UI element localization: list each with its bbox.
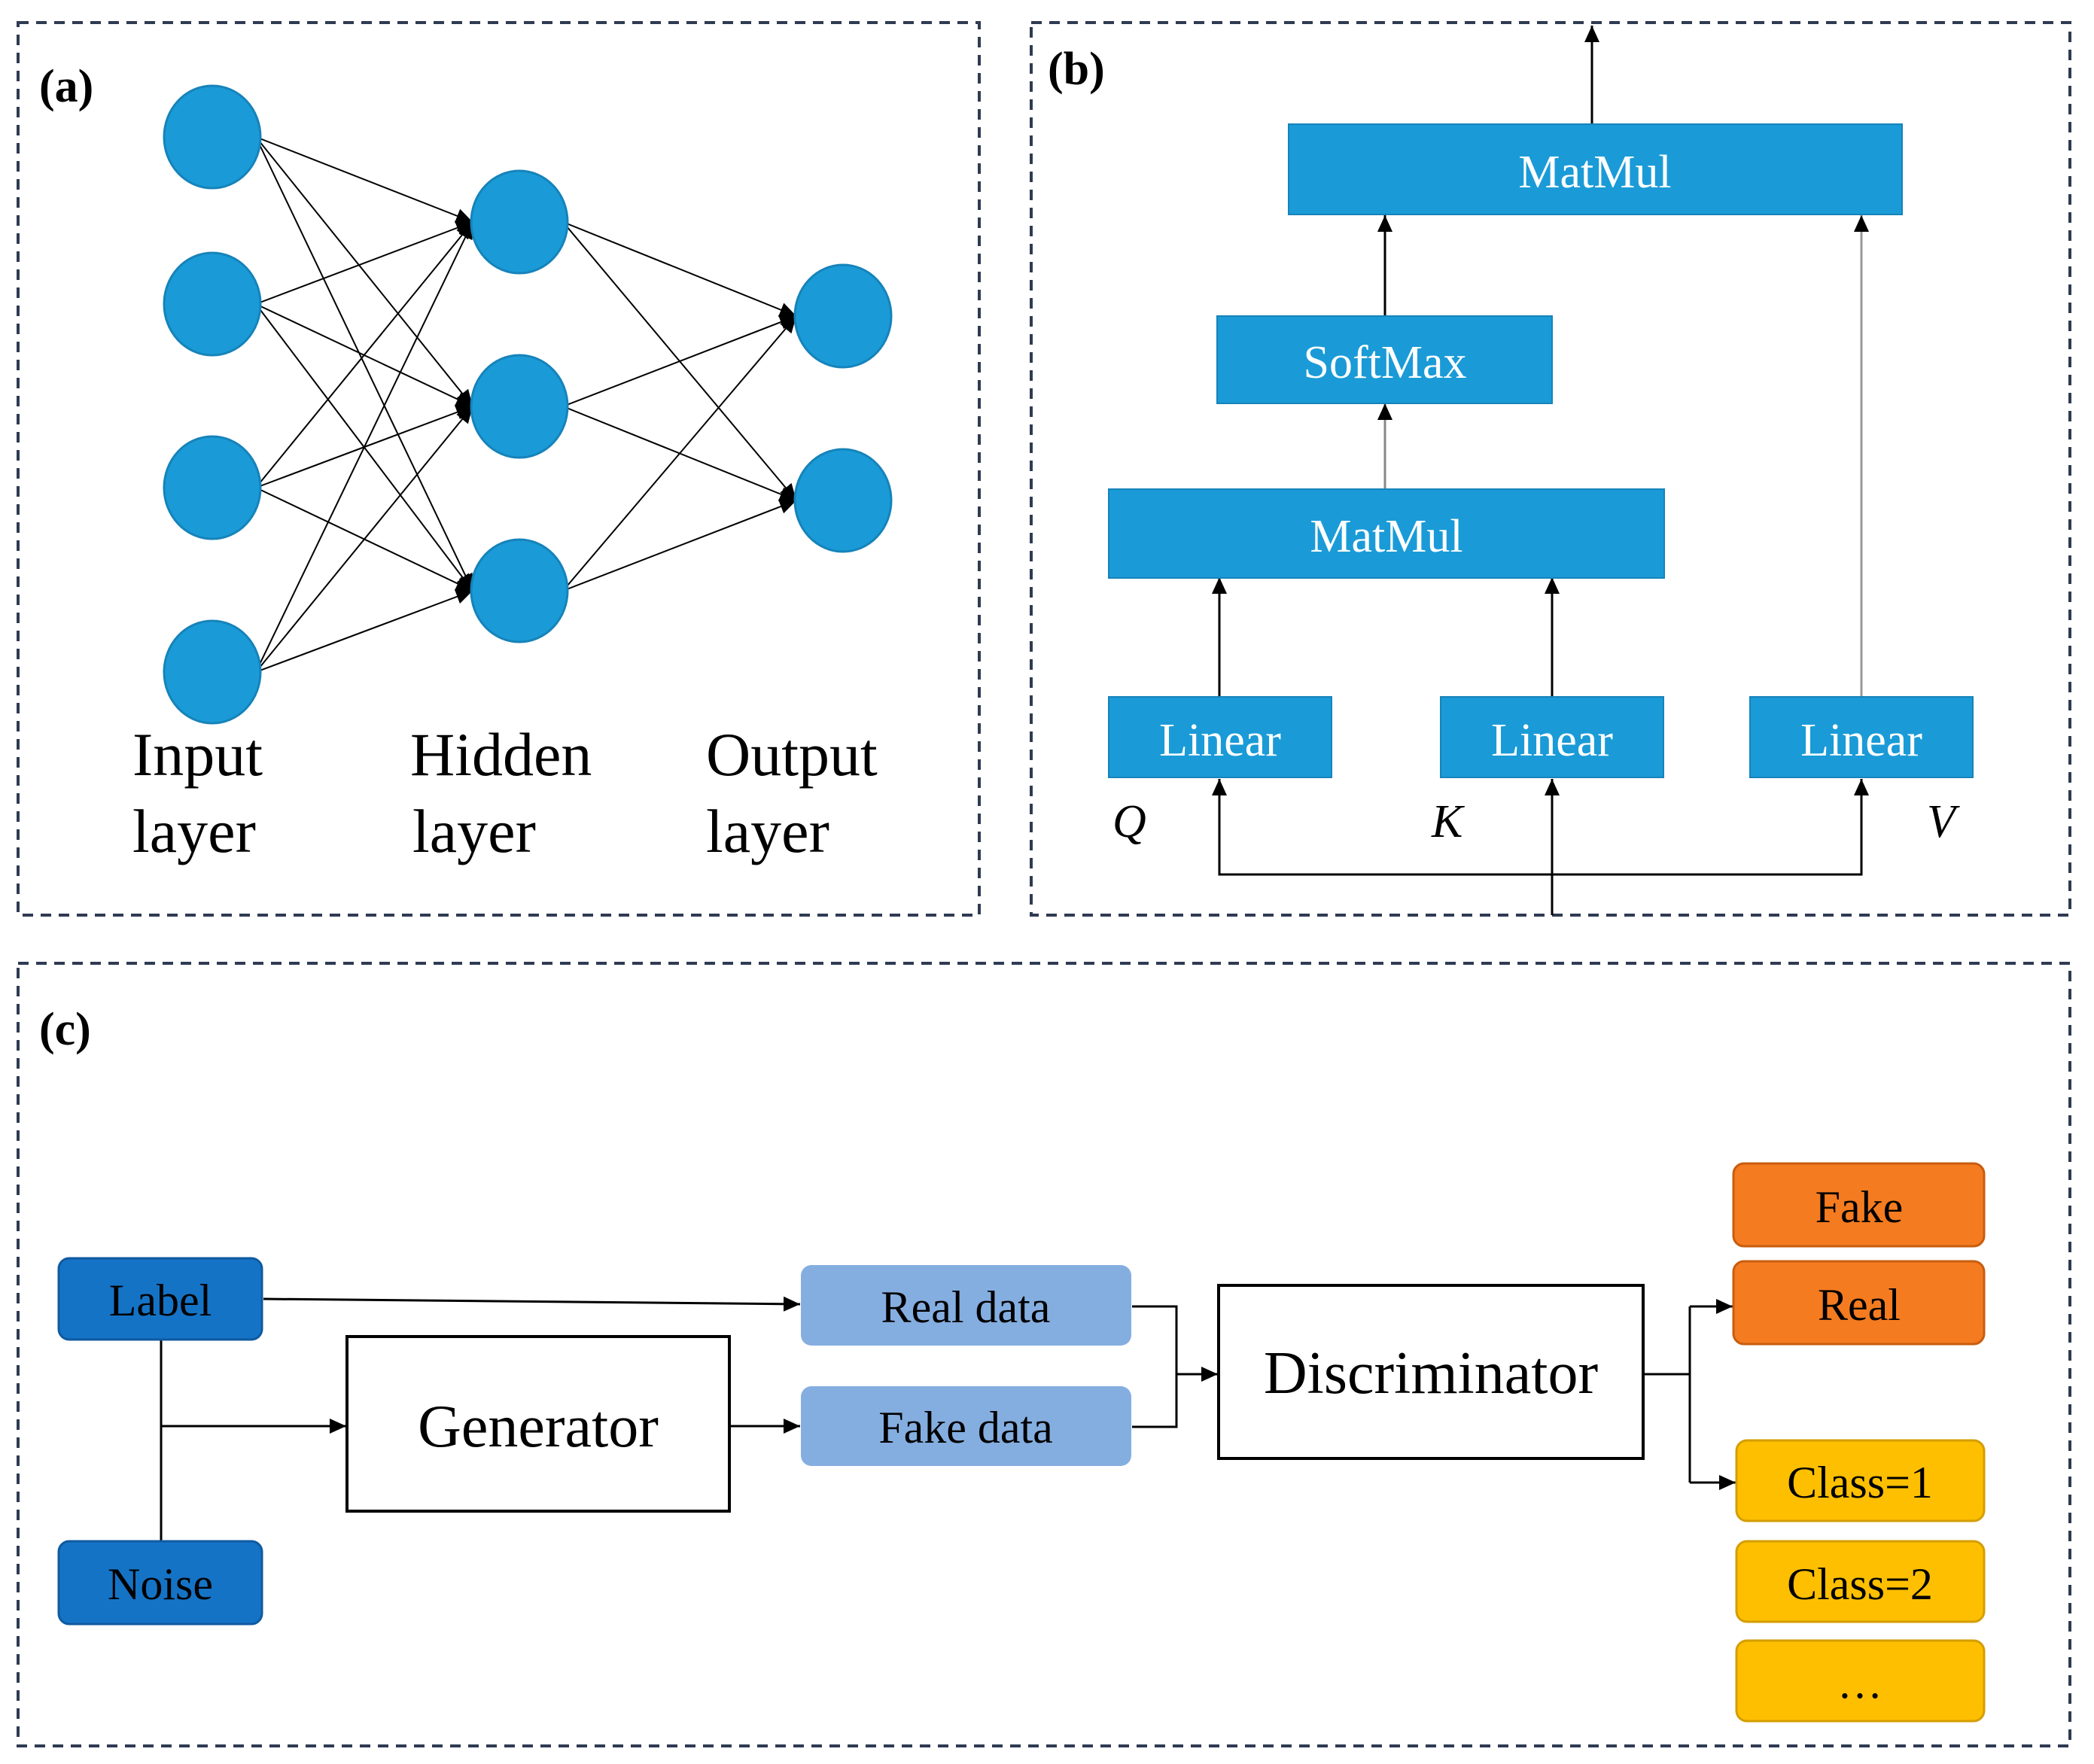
svg-text:MatMul: MatMul	[1518, 147, 1671, 198]
hidden-neuron	[470, 538, 569, 643]
nn-edge	[255, 220, 473, 305]
nn-edge	[562, 499, 797, 592]
svg-text:Fake: Fake	[1816, 1182, 1904, 1232]
svg-text:Linear: Linear	[1491, 715, 1613, 766]
nn-edge	[255, 136, 473, 407]
nn-edge	[255, 136, 473, 592]
panel-c-border	[17, 962, 2071, 1747]
matmul-bottom-block: MatMul	[1108, 488, 1665, 579]
svg-text:Label: Label	[109, 1276, 212, 1325]
output-neuron	[793, 448, 893, 553]
attention-connectors	[1212, 26, 1869, 915]
hidden-neuron	[470, 169, 569, 275]
nn-edge	[255, 406, 473, 673]
generator-box: Generator	[345, 1335, 731, 1513]
input-layer-label-line2: layer	[132, 797, 256, 865]
discriminator-box: Discriminator	[1217, 1284, 1645, 1460]
input-split-line	[1218, 779, 1863, 876]
nn-edge	[255, 589, 473, 673]
neural-network-nodes	[163, 84, 893, 725]
q-input-label: Q	[1112, 796, 1146, 847]
nn-edge	[562, 315, 797, 592]
label-to-real-data-arrow	[263, 1296, 801, 1312]
svg-text:Linear: Linear	[1800, 715, 1922, 766]
linear-q-block: Linear	[1108, 696, 1332, 778]
v-input-label: V	[1927, 796, 1960, 847]
svg-text:SoftMax: SoftMax	[1304, 337, 1467, 388]
svg-text:Real data: Real data	[881, 1282, 1051, 1332]
svg-text:Real: Real	[1818, 1280, 1901, 1330]
real-output-box: Real	[1732, 1260, 1986, 1346]
hidden-layer-label-line2: layer	[412, 797, 536, 865]
input-neuron	[163, 251, 262, 357]
nn-edge	[255, 221, 473, 673]
linear-v-block: Linear	[1749, 696, 1974, 778]
panel-a-border	[17, 21, 981, 917]
svg-text:Generator: Generator	[418, 1394, 659, 1460]
matmul-top-block: MatMul	[1288, 123, 1903, 215]
svg-text:Class=2: Class=2	[1787, 1559, 1933, 1609]
more-classes-box: …	[1735, 1639, 1986, 1723]
svg-text:Fake data: Fake data	[878, 1403, 1053, 1452]
output-neuron	[793, 263, 893, 369]
fake-data-to-discriminator-line	[1132, 1374, 1178, 1428]
svg-text:…: …	[1837, 1658, 1882, 1708]
panel-b-tag: (b)	[1048, 44, 1105, 95]
nn-edge	[562, 315, 797, 407]
fake-data-box: Fake data	[801, 1386, 1131, 1466]
k-input-label: K	[1431, 796, 1465, 847]
hidden-layer-label-line1: Hidden	[410, 720, 592, 789]
output-layer-label-line1: Output	[706, 720, 878, 789]
softmax-block: SoftMax	[1216, 315, 1553, 404]
class1-output-box: Class=1	[1735, 1439, 1986, 1522]
discriminator-output-split	[1644, 1306, 1691, 1376]
panel-b-border	[1030, 21, 2071, 917]
neural-network-connections	[255, 136, 797, 673]
input-neuron	[163, 619, 262, 725]
input-layer-label-line1: Input	[132, 720, 263, 789]
fake-output-box: Fake	[1732, 1162, 1986, 1248]
nn-edge	[255, 221, 473, 488]
hidden-neuron	[470, 354, 569, 459]
nn-edge	[255, 136, 473, 224]
gan-connectors	[160, 1296, 1736, 1540]
real-data-to-discriminator-line	[1132, 1305, 1178, 1427]
panel-c-tag: (c)	[39, 1004, 91, 1055]
svg-text:Linear: Linear	[1159, 715, 1281, 766]
class2-output-box: Class=2	[1735, 1540, 1986, 1623]
input-neuron	[163, 84, 262, 190]
real-data-box: Real data	[801, 1265, 1131, 1346]
svg-text:Discriminator: Discriminator	[1264, 1340, 1598, 1407]
output-layer-label-line2: layer	[706, 797, 829, 865]
nn-edge	[562, 221, 797, 318]
linear-k-block: Linear	[1440, 696, 1664, 778]
noise-box: Noise	[57, 1540, 263, 1626]
svg-text:Noise: Noise	[108, 1559, 213, 1609]
input-neuron	[163, 435, 262, 540]
svg-text:Class=1: Class=1	[1787, 1458, 1933, 1507]
label-box: Label	[57, 1257, 263, 1341]
panel-a-tag: (a)	[39, 61, 93, 112]
svg-text:MatMul: MatMul	[1310, 511, 1462, 562]
